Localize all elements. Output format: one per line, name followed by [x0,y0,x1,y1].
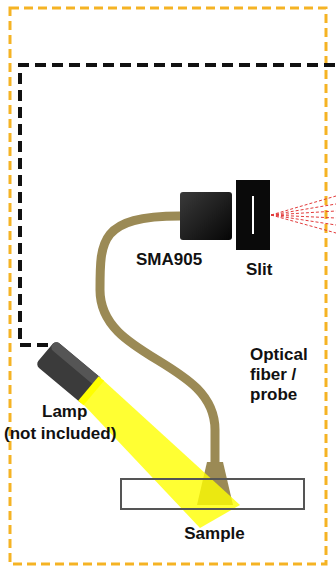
fiber-label: Optical fiber / probe [250,345,322,405]
part-label: Sample [184,524,244,544]
slit-plate: Slit [236,180,270,250]
lamp: Lamp(not included) [30,328,110,408]
slit-opening [252,196,254,234]
lamp-cable [20,65,336,345]
part-label: Lamp [42,402,87,422]
part-label: (not included) [4,424,116,444]
lamp-body [30,328,110,408]
light-beam [83,380,240,528]
light-rays [271,196,336,233]
sample-slide: Sample [120,478,305,510]
part-label: SMA905 [136,250,202,270]
enclosure-border [10,8,326,564]
part-label: Slit [246,260,272,280]
connector-block: SMA905 [180,192,232,240]
